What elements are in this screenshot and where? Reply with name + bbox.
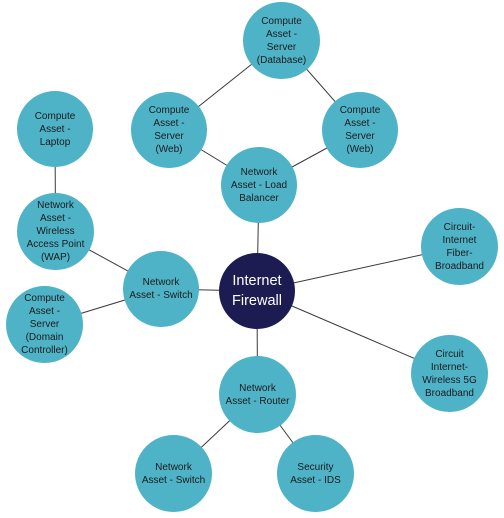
node-label: Compute Asset - Server (Web)	[339, 105, 381, 155]
node-label: Internet Firewall	[232, 273, 282, 309]
node-label: Network Asset - Wireless Access Point (W…	[26, 200, 85, 263]
node-server-database: Compute Asset - Server (Database)	[243, 2, 320, 79]
node-label: Compute Asset - Server (Domain Controlle…	[21, 293, 68, 356]
node-label: Network Asset - Load Balancer	[230, 166, 288, 204]
node-internet-firewall: Internet Firewall	[219, 253, 295, 329]
node-label: Compute Asset - Laptop	[34, 110, 76, 148]
node-label: Security Asset - IDS	[290, 461, 341, 486]
node-label: Circuit Internet- Wireless 5G Broadband	[422, 348, 477, 399]
node-fiber-broadband: Circuit- Internet Fiber- Broadband	[421, 208, 498, 285]
node-label: Network Asset - Switch	[129, 277, 193, 301]
node-domain-controller: Compute Asset - Server (Domain Controlle…	[6, 286, 83, 363]
node-security-ids: Security Asset - IDS	[277, 435, 354, 512]
node-wireless-access-point: Network Asset - Wireless Access Point (W…	[17, 193, 94, 270]
node-server-web-left: Compute Asset - Server (Web)	[131, 92, 207, 168]
node-network-switch: Network Asset - Switch	[123, 251, 199, 327]
node-label: Circuit- Internet Fiber- Broadband	[435, 221, 484, 272]
node-load-balancer: Network Asset - Load Balancer	[221, 147, 297, 223]
node-network-router: Network Asset - Router	[219, 356, 296, 433]
node-label: Network Asset - Router	[225, 382, 290, 407]
node-laptop: Compute Asset - Laptop	[17, 91, 93, 167]
node-label: Compute Asset - Server (Database)	[256, 15, 307, 66]
node-label: Network Asset - Switch	[141, 461, 206, 486]
node-label: Compute Asset - Server (Web)	[148, 105, 190, 155]
node-wireless-5g-broadband: Circuit Internet- Wireless 5G Broadband	[411, 335, 488, 412]
node-server-web-right: Compute Asset - Server (Web)	[322, 92, 398, 168]
node-network-switch-bottom: Network Asset - Switch	[135, 435, 212, 512]
